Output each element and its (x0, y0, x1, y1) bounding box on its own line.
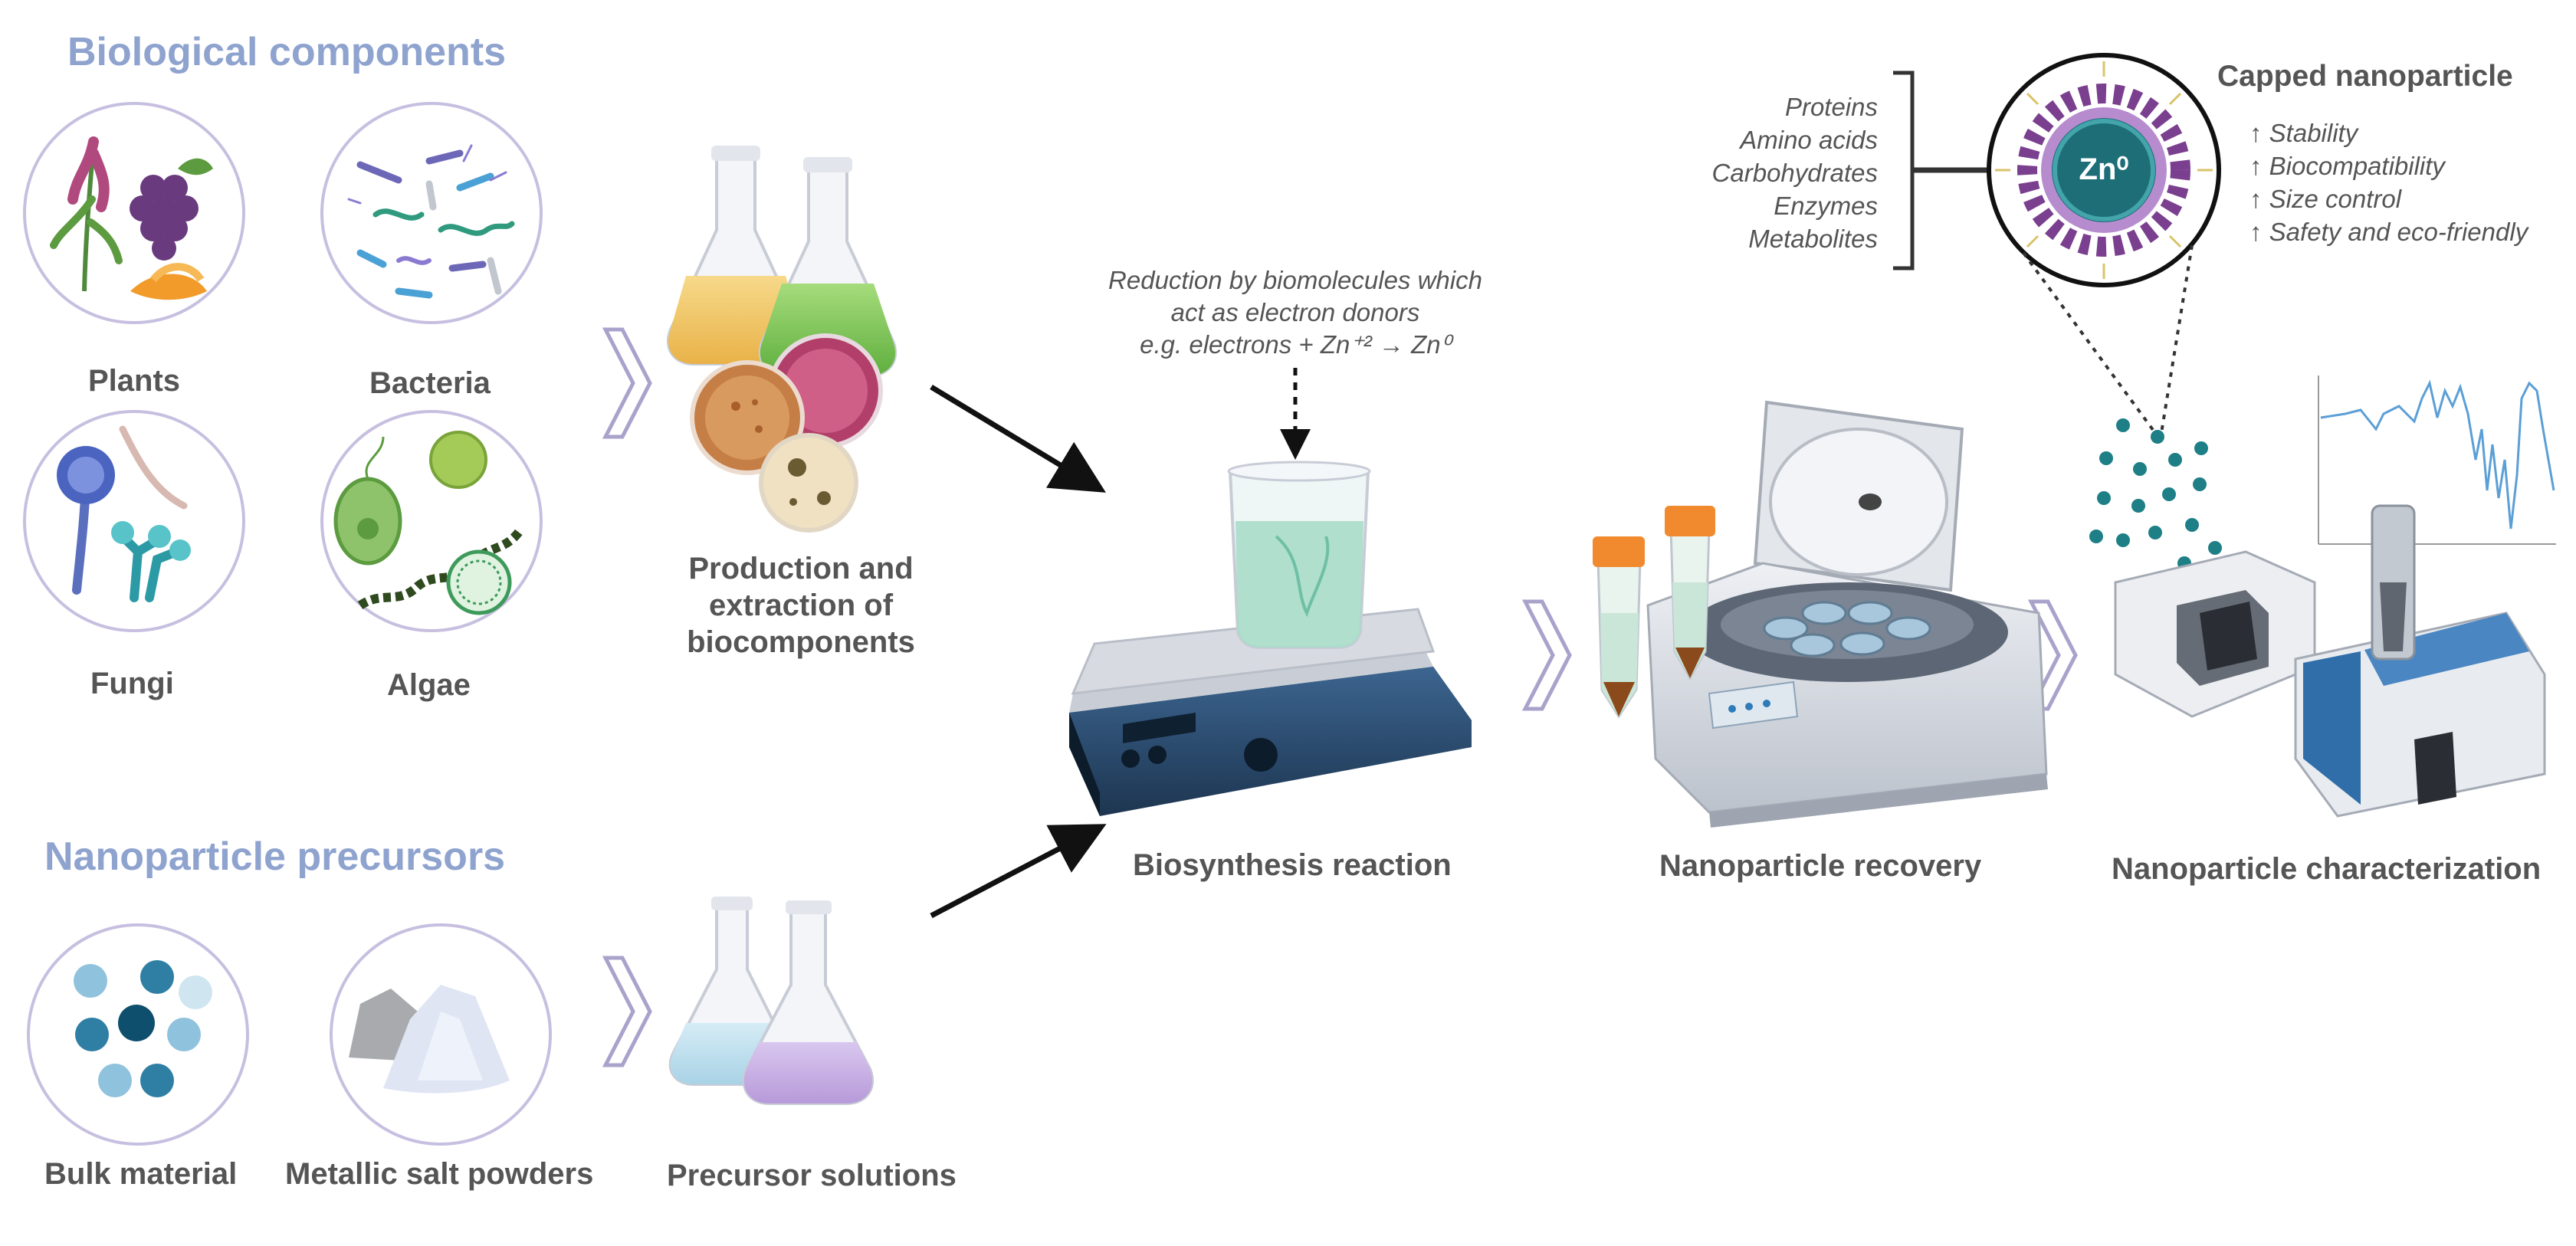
bacteria-icon (347, 144, 515, 299)
chevron-right-icon (1521, 599, 1572, 711)
capped-title: Capped nanoparticle (2217, 60, 2513, 93)
petri-dish-icon (690, 360, 805, 475)
spectrometer-icon (2294, 504, 2546, 818)
chevron-right-icon (2027, 599, 2078, 711)
capped-nanoparticle-icon (1995, 61, 2213, 279)
bacteria-label: Bacteria (369, 366, 491, 400)
tube-icon (1665, 506, 1715, 681)
plant-icon (50, 136, 213, 300)
algae-circle (320, 410, 543, 632)
capping-bracket (1893, 70, 1915, 271)
biological-heading: Biological components (67, 30, 507, 74)
bulk-material-circle (27, 923, 249, 1146)
tube-icon (1593, 536, 1645, 719)
precursors-heading: Nanoparticle precursors (44, 834, 506, 879)
capping-agents-list: Proteins Amino acids Carbohydrates Enzym… (1711, 93, 1878, 253)
chevron-right-icon (602, 327, 652, 439)
precursor-solutions-label: Precursor solutions (667, 1159, 957, 1192)
spectrum-plot-icon (2307, 368, 2560, 548)
fungi-label: Fungi (90, 667, 174, 700)
bacteria-circle (320, 102, 543, 324)
precursor-flasks (668, 897, 875, 1105)
bulk-material-label: Bulk material (44, 1157, 238, 1191)
salt-powder-circle (330, 923, 552, 1146)
spectrometer-icon (2114, 550, 2316, 718)
fungi-icon (57, 425, 191, 602)
biosynthesis-label: Biosynthesis reaction (1133, 848, 1452, 882)
chevron-right-icon (602, 956, 652, 1067)
arrow-icon (930, 385, 1106, 493)
recovery-label: Nanoparticle recovery (1659, 849, 1982, 883)
characterization-label: Nanoparticle characterization (2112, 852, 2542, 886)
algae-label: Algae (387, 668, 471, 702)
centrifuge-icon (1646, 400, 2048, 828)
fungi-circle (23, 410, 245, 632)
production-label: Production and extraction of biocomponen… (687, 552, 915, 659)
nanoparticle-icon (74, 960, 212, 1097)
plants-circle (23, 102, 245, 324)
algae-icon (333, 431, 525, 615)
zn-core-label: Zn⁰ (2079, 152, 2129, 186)
production-flasks (666, 146, 897, 533)
plants-label: Plants (88, 364, 181, 398)
petri-dish-icon (759, 433, 858, 533)
capped-benefits: ↑ Stability ↑ Biocompatibility ↑ Size co… (2249, 119, 2528, 246)
nanoparticle-icon (2089, 418, 2222, 570)
arrow-icon (930, 824, 1107, 919)
salt-powder-label: Metallic salt powders (285, 1157, 594, 1191)
reduction-note: Reduction by biomolecules which act as e… (1108, 266, 1482, 359)
flask-icon (742, 900, 875, 1105)
beaker-icon (1227, 461, 1371, 649)
